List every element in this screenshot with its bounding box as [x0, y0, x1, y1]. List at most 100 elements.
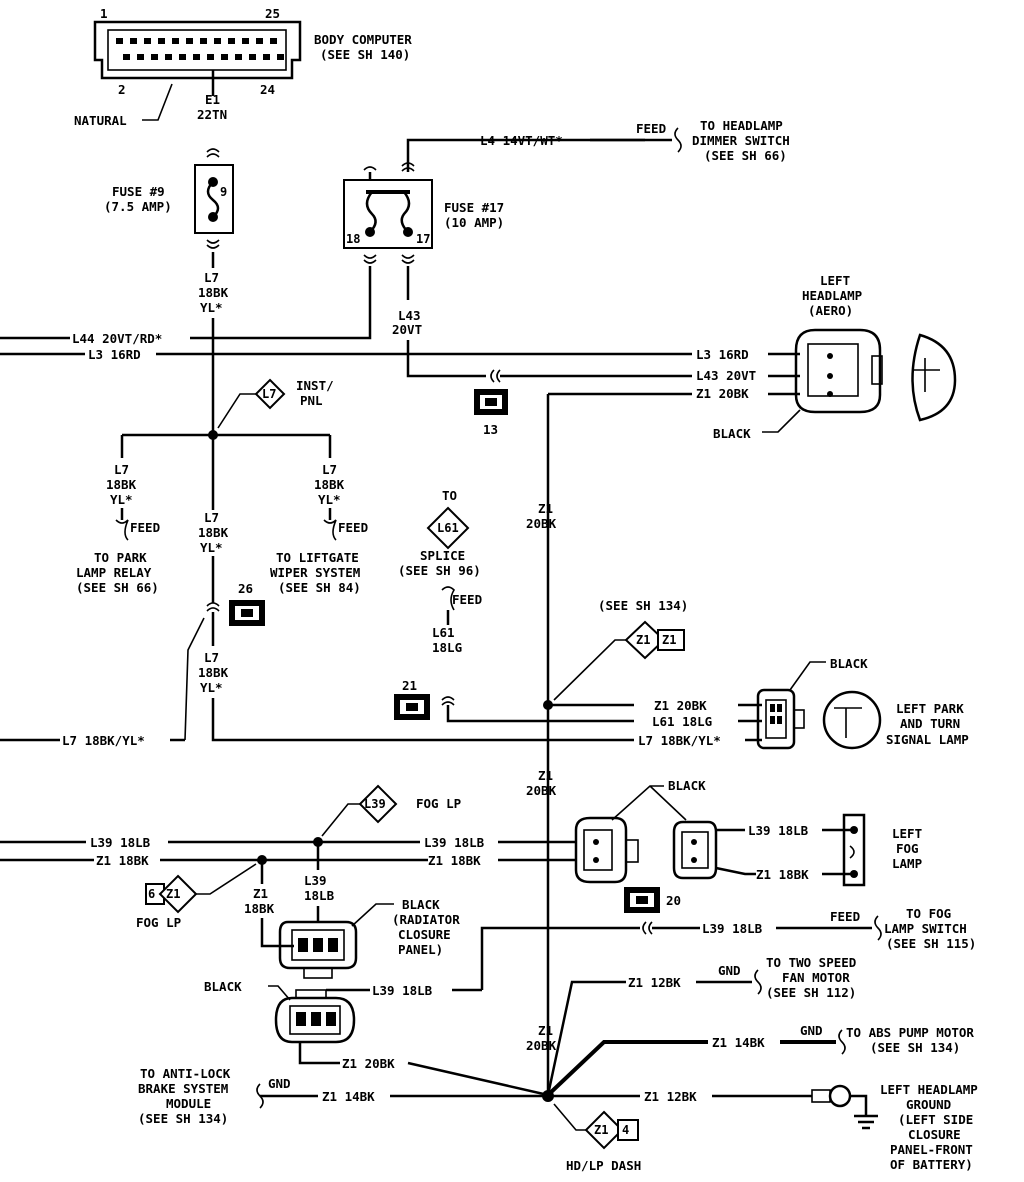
- branch-left-gauge: 18BK: [106, 477, 137, 492]
- connector-pin: [277, 54, 284, 60]
- l61-ref: (SEE SH 96): [398, 563, 481, 578]
- hd-label: HD/LP DASH: [566, 1158, 641, 1173]
- abs-module-dest-3: MODULE: [166, 1096, 211, 1111]
- l4-dest-1: TO HEADLAMP: [700, 118, 783, 133]
- l7-low-gauge: 18BK: [198, 665, 229, 680]
- l3-wire-left: L3 16RD: [88, 347, 141, 362]
- headlamp-color: BLACK: [713, 426, 751, 441]
- fog-code: L39: [364, 797, 386, 811]
- pin-24-label: 24: [260, 82, 275, 97]
- connector-pin: [228, 38, 235, 44]
- connector-20: 20: [624, 887, 681, 913]
- branch-right-feed: FEED: [338, 520, 368, 535]
- connector-21-label: 21: [402, 678, 417, 693]
- lower-color: BLACK: [204, 979, 242, 994]
- l4-dest-3: (SEE SH 66): [704, 148, 787, 163]
- park-wire-l7: L7 18BK/YL*: [638, 733, 721, 748]
- abs-pump-gnd: GND: [800, 1023, 823, 1038]
- connector-pin: [158, 38, 165, 44]
- hd-lp-dash-splice: Z1 4 HD/LP DASH: [553, 1103, 641, 1173]
- connector-13-label: 13: [483, 422, 498, 437]
- fog-label: FOG LP: [416, 796, 461, 811]
- fuse-17-rating: (10 AMP): [444, 215, 504, 230]
- park-title-3: SIGNAL LAMP: [886, 732, 969, 747]
- abs-module: TO ANTI-LOCK BRAKE SYSTEM MODULE (SEE SH…: [138, 1066, 548, 1126]
- l7-low-circuit: L7: [204, 650, 219, 665]
- branch-left-feed: FEED: [130, 520, 160, 535]
- connector-26: 26: [229, 581, 265, 626]
- z1-vert-circuit: Z1: [538, 501, 553, 516]
- fog-title-1: LEFT: [892, 826, 922, 841]
- branch-right-gauge: 18BK: [314, 477, 345, 492]
- connector-pin: [186, 38, 193, 44]
- connector-13: 13: [474, 389, 508, 437]
- fog-wire-l39: L39 18LB: [424, 835, 485, 850]
- z1-18bk-circuit: Z1: [253, 886, 268, 901]
- headlamp-wire-l3: L3 16RD: [696, 347, 749, 362]
- fog-wire-z1: Z1 18BK: [428, 853, 481, 868]
- l7-top-type: YL*: [200, 300, 223, 315]
- l7-top-gauge: 18BK: [198, 285, 229, 300]
- fog-lamp-circuit: L39 FOG LP L39 18LB Z1 18BK L39 18LB Z1 …: [0, 778, 922, 887]
- park-title-2: AND TURN: [900, 716, 960, 731]
- branch-mid-circuit: L7: [204, 510, 219, 525]
- fuse-17-name: FUSE #17: [444, 200, 504, 215]
- fuse-9-num: 9: [220, 185, 227, 199]
- abs-module-dest-4: (SEE SH 134): [138, 1111, 228, 1126]
- ground-text-5: PANEL-FRONT: [890, 1142, 973, 1157]
- l61-feed: FEED: [452, 592, 482, 607]
- abs-module-dest-1: TO ANTI-LOCK: [140, 1066, 231, 1081]
- fog-right-z1: Z1 18BK: [756, 867, 809, 882]
- l7-low-type: YL*: [200, 680, 223, 695]
- branch-right-dest-2: WIPER SYSTEM: [270, 565, 360, 580]
- fog-z1-code: Z1: [166, 887, 180, 901]
- l44-wire: L44 20VT/RD*: [72, 331, 162, 346]
- l61-circuit: L61: [432, 625, 455, 640]
- connector-pin: [193, 54, 200, 60]
- branch-left-circuit: L7: [114, 462, 129, 477]
- fog-title-3: LAMP: [892, 856, 922, 871]
- branch-mid-gauge: 18BK: [198, 525, 229, 540]
- fog-sw-dest-3: (SEE SH 115): [886, 936, 976, 951]
- connector-pin: [144, 38, 151, 44]
- l7-top-circuit: L7: [204, 270, 219, 285]
- headlamp-wire-l43: L43 20VT: [696, 368, 756, 383]
- connector-pin: [221, 54, 228, 60]
- fan-gnd: GND: [718, 963, 741, 978]
- branch-right-dest-3: (SEE SH 84): [278, 580, 361, 595]
- z1-splice-ref: (SEE SH 134) Z1 Z1: [553, 598, 688, 701]
- fog-sw-wire: L39 18LB: [702, 921, 763, 936]
- l61-splice: TO L61 SPLICE (SEE SH 96) FEED L61 18LG: [398, 488, 634, 723]
- headlamp-title-1: LEFT: [820, 273, 850, 288]
- z1-low-gauge: 20BK: [526, 1038, 557, 1053]
- z1-vert-gauge: 20BK: [526, 516, 557, 531]
- connector-pin: [214, 38, 221, 44]
- connector-pin: [207, 54, 214, 60]
- fan-wire: Z1 12BK: [628, 975, 681, 990]
- abs-module-gnd: GND: [268, 1076, 291, 1091]
- abs-module-wire: Z1 14BK: [322, 1089, 375, 1104]
- fog-sw-dest-2: LAMP SWITCH: [884, 921, 967, 936]
- fog-in-l39: L39 18LB: [90, 835, 151, 850]
- body-computer-title: BODY COMPUTER: [314, 32, 412, 47]
- fuse-17-pin-b: 17: [416, 232, 430, 246]
- ground-text-6: OF BATTERY): [890, 1157, 973, 1172]
- l4-dest-2: DIMMER SWITCH: [692, 133, 790, 148]
- e1-circuit: E1: [205, 92, 220, 107]
- lower-connector: BLACK L39 18LB Z1 20BK: [204, 979, 549, 1097]
- park-lamp-connector: BLACK Z1 20BK L61 18LG L7 18BK/YL* LEFT …: [638, 656, 969, 750]
- connector-pin: [270, 38, 277, 44]
- connector-21: 21: [394, 678, 430, 720]
- branch-left-dest-2: LAMP RELAY: [76, 565, 152, 580]
- fan-dest-3: (SEE SH 112): [766, 985, 856, 1000]
- left-headlamp: LEFT HEADLAMP (AERO) L3 16RD L43 20VT Z1…: [696, 273, 957, 441]
- l4-wire: L4 14VT/WT*: [480, 133, 563, 148]
- headlamp-title-3: (AERO): [808, 303, 853, 318]
- connector-20-label: 20: [666, 893, 681, 908]
- l39-vert-circuit: L39: [304, 873, 327, 888]
- connector-pin: [256, 38, 263, 44]
- z1-mid-circuit: Z1: [538, 768, 553, 783]
- z1-mid-gauge: 20BK: [526, 783, 557, 798]
- fuse-17: 18 17 FUSE #17 (10 AMP): [343, 179, 504, 249]
- z1-18bk-gauge: 18BK: [244, 901, 275, 916]
